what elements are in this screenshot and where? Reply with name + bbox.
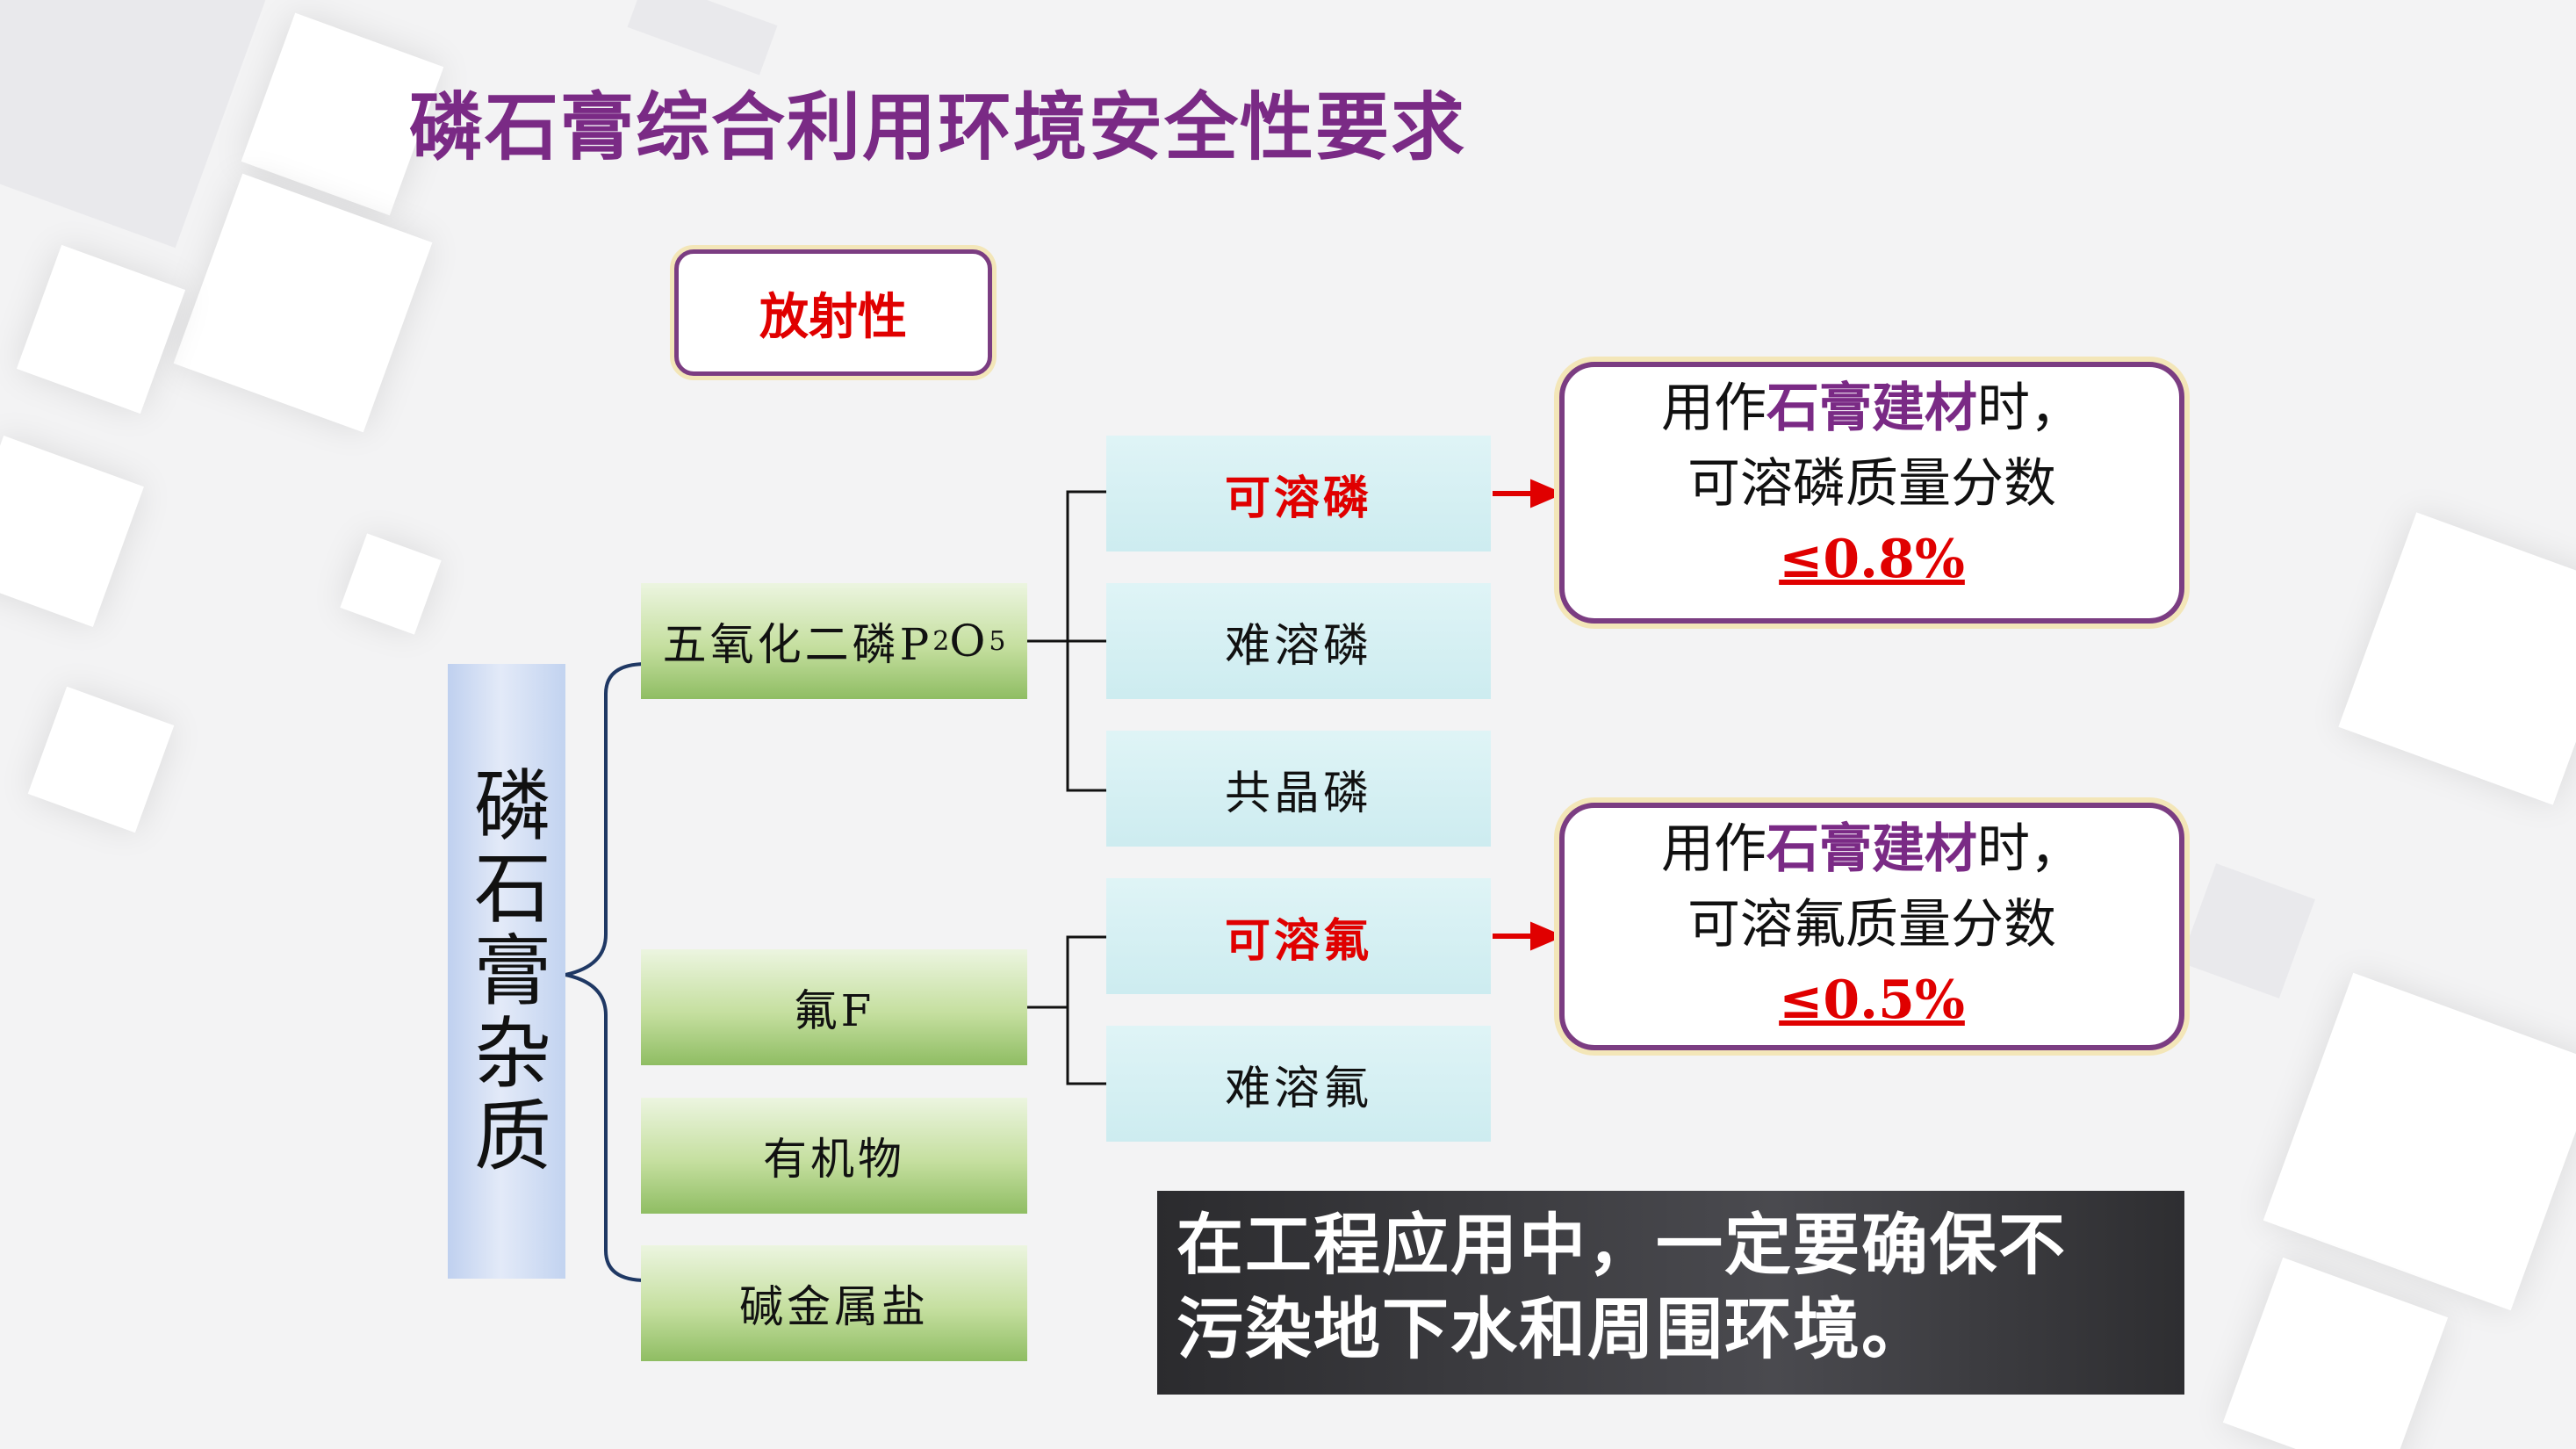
note-line-2: 污染地下水和周围环境。 [1176,1290,1930,1368]
node-soluble-fluorine: 可溶氟 [1106,878,1491,994]
arrows [1493,479,1565,951]
node-cocrystal-phosphorus: 共晶磷 [1106,731,1491,847]
page-title: 磷石膏综合利用环境安全性要求 [409,84,1467,170]
node-soluble-phosphorus: 可溶磷 [1106,436,1491,551]
radioactivity-box: 放射性 [674,249,992,376]
note-line-1: 在工程应用中，一定要确保不 [1176,1206,2067,1284]
node-insoluble-phosphorus: 难溶磷 [1106,583,1491,699]
phosphorus-requirement-box: 用作石膏建材时， 可溶磷质量分数 ≤0.8% [1559,362,2184,624]
node-alkali-salt: 碱金属盐 [641,1245,1027,1361]
root-label: 磷石膏杂质 [461,765,552,1178]
node-fluorine: 氟F [641,949,1027,1065]
fluorine-limit: ≤0.5% [1779,970,1965,1031]
root-brace [565,662,647,1282]
fluorine-requirement-box: 用作石膏建材时， 可溶氟质量分数 ≤0.5% [1559,803,2184,1050]
phosphorus-limit: ≤0.8% [1779,529,1965,590]
node-insoluble-fluorine: 难溶氟 [1106,1026,1491,1142]
note-box: 在工程应用中，一定要确保不 污染地下水和周围环境。 [1157,1191,2184,1395]
node-organic: 有机物 [641,1098,1027,1214]
root-node: 磷石膏杂质 [448,664,565,1279]
